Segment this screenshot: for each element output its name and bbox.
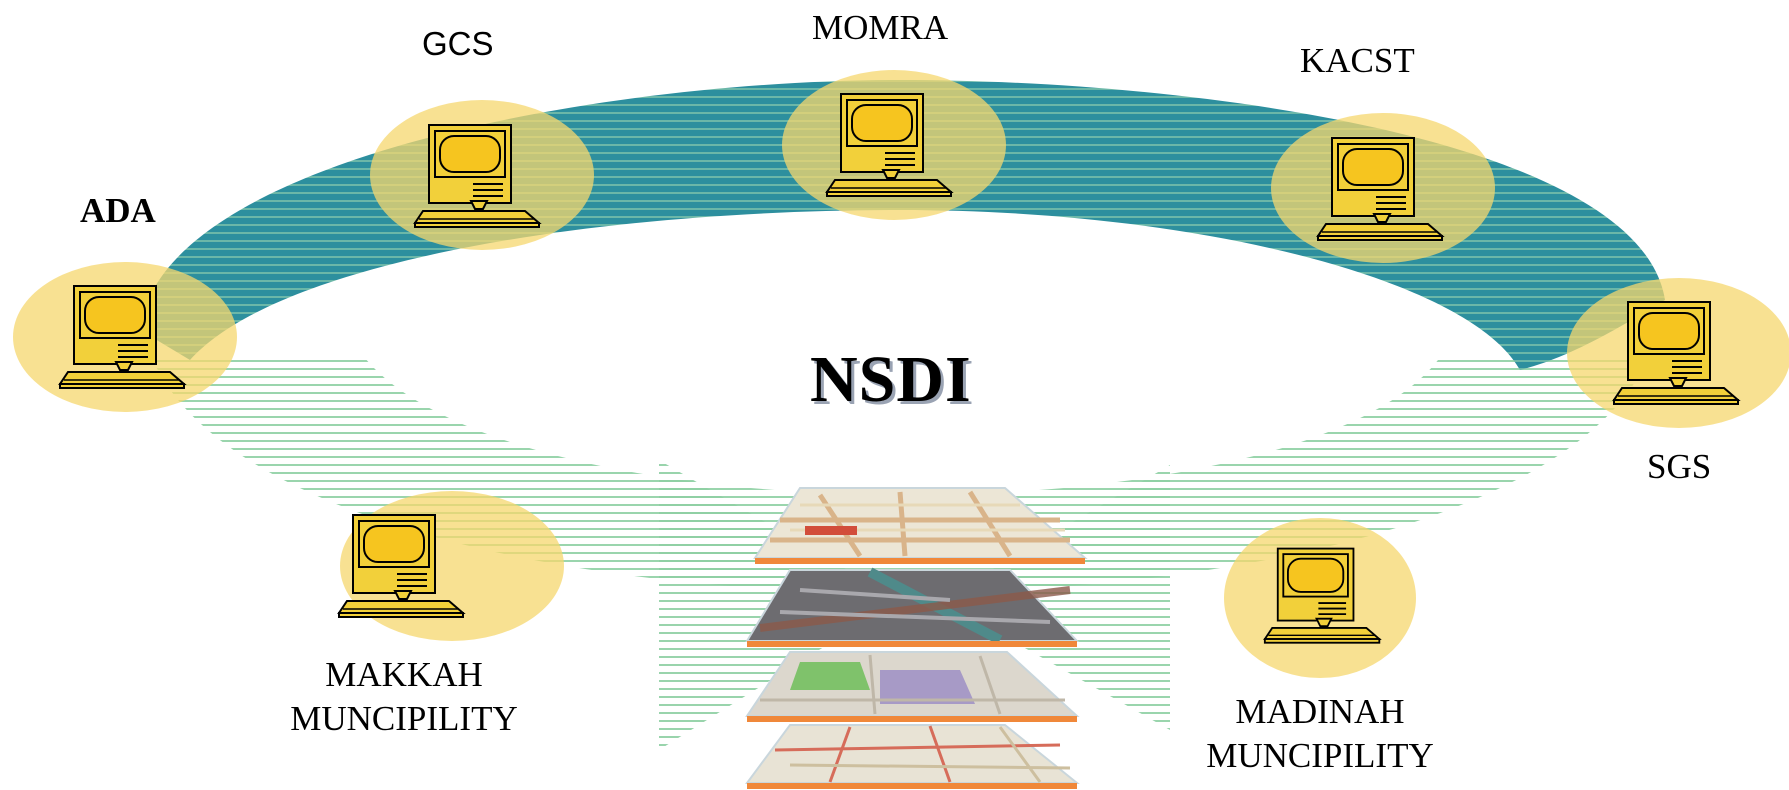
street-map-layer bbox=[753, 487, 1088, 564]
madinah-label-line1: MADINAH bbox=[1235, 692, 1405, 731]
node-label-makkah: MAKKAH MUNCIPILITY bbox=[282, 657, 526, 736]
node-label-sgs: SGS bbox=[1647, 447, 1712, 486]
madinah-label-line2: MUNCIPILITY bbox=[1206, 736, 1434, 775]
node-label-ada: ADA bbox=[80, 191, 156, 230]
node-label-gcs: GCS bbox=[422, 25, 494, 62]
node-label-madinah: MADINAH MUNCIPILITY bbox=[1195, 694, 1445, 773]
map-layer-stack bbox=[745, 487, 1088, 789]
road-network-layer bbox=[745, 724, 1080, 789]
makkah-label-line1: MAKKAH bbox=[325, 655, 483, 694]
land-parcel-layer bbox=[745, 651, 1080, 722]
diagram-title: NSDI bbox=[810, 343, 972, 416]
aerial-photo-layer bbox=[745, 567, 1080, 647]
makkah-label-line2: MUNCIPILITY bbox=[290, 699, 518, 738]
node-label-kacst: KACST bbox=[1300, 41, 1415, 80]
node-label-momra: MOMRA bbox=[812, 8, 949, 47]
